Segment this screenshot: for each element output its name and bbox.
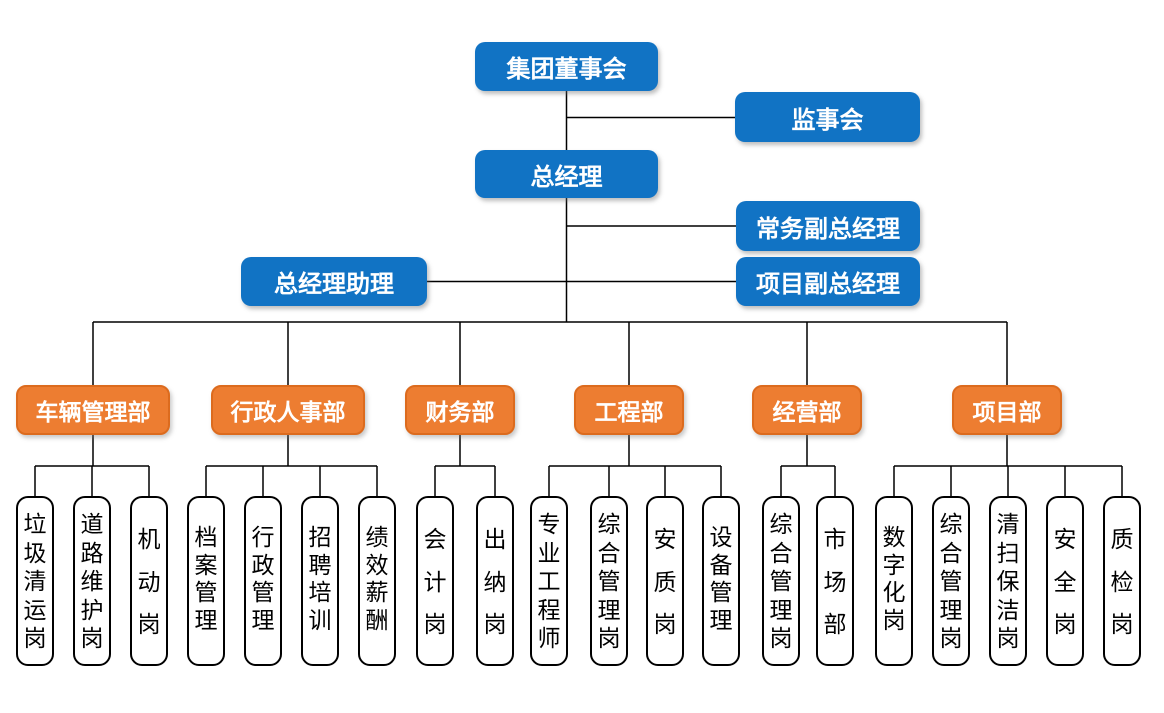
post-mobile: 机动岗 bbox=[130, 496, 168, 666]
node-dept-project: 项目部 bbox=[952, 385, 1062, 435]
post-label: 市场部 bbox=[823, 526, 847, 637]
post-accounting: 会计岗 bbox=[416, 496, 454, 666]
post-label: 数字化岗 bbox=[882, 524, 906, 633]
post-archives-management: 档案管理 bbox=[187, 496, 225, 666]
post-quality-inspection: 质检岗 bbox=[1103, 496, 1141, 666]
post-label: 安全岗 bbox=[1053, 526, 1077, 637]
post-equipment-management: 设备管理 bbox=[702, 496, 740, 666]
post-label: 清扫保洁岗 bbox=[996, 511, 1020, 651]
post-cleaning: 清扫保洁岗 bbox=[989, 496, 1027, 666]
post-professional-engineer: 专业工程师 bbox=[530, 496, 568, 666]
post-label: 机动岗 bbox=[137, 526, 161, 637]
node-dept-operations: 经营部 bbox=[752, 385, 862, 435]
post-label: 综合管理岗 bbox=[597, 511, 621, 651]
post-label: 招聘培训 bbox=[308, 524, 332, 633]
post-admin-management: 行政管理 bbox=[244, 496, 282, 666]
post-label: 道路维护岗 bbox=[80, 511, 104, 651]
post-digitalization: 数字化岗 bbox=[875, 496, 913, 666]
node-executive-deputy-gm: 常务副总经理 bbox=[736, 201, 920, 251]
post-safety: 安全岗 bbox=[1046, 496, 1084, 666]
post-recruit-training: 招聘培训 bbox=[301, 496, 339, 666]
node-board-of-directors: 集团董事会 bbox=[475, 42, 658, 91]
post-safety-quality: 安质岗 bbox=[646, 496, 684, 666]
post-general-management-project: 综合管理岗 bbox=[932, 496, 970, 666]
post-market-dept: 市场部 bbox=[816, 496, 854, 666]
node-dept-admin-hr: 行政人事部 bbox=[211, 385, 365, 435]
post-garbage-removal: 垃圾清运岗 bbox=[16, 496, 54, 666]
post-label: 会计岗 bbox=[423, 526, 447, 637]
post-label: 行政管理 bbox=[251, 524, 275, 633]
node-general-manager: 总经理 bbox=[475, 150, 658, 198]
node-supervisory-board: 监事会 bbox=[735, 92, 920, 142]
post-label: 安质岗 bbox=[653, 526, 677, 637]
node-dept-vehicle-management: 车辆管理部 bbox=[16, 385, 170, 435]
post-label: 专业工程师 bbox=[537, 511, 561, 651]
node-gm-assistant: 总经理助理 bbox=[241, 257, 427, 306]
node-dept-engineering: 工程部 bbox=[574, 385, 684, 435]
post-general-management-engineering: 综合管理岗 bbox=[590, 496, 628, 666]
post-label: 质检岗 bbox=[1110, 526, 1134, 637]
post-label: 设备管理 bbox=[709, 524, 733, 633]
node-project-deputy-gm: 项目副总经理 bbox=[736, 257, 920, 306]
post-general-management-operations: 综合管理岗 bbox=[762, 496, 800, 666]
post-label: 绩效薪酬 bbox=[365, 524, 389, 633]
post-cashier: 出纳岗 bbox=[476, 496, 514, 666]
post-label: 垃圾清运岗 bbox=[23, 511, 47, 651]
post-label: 出纳岗 bbox=[483, 526, 507, 637]
post-road-maintenance: 道路维护岗 bbox=[73, 496, 111, 666]
node-dept-finance: 财务部 bbox=[405, 385, 515, 435]
post-label: 综合管理岗 bbox=[769, 511, 793, 651]
post-performance-pay: 绩效薪酬 bbox=[358, 496, 396, 666]
post-label: 档案管理 bbox=[194, 524, 218, 633]
post-label: 综合管理岗 bbox=[939, 511, 963, 651]
